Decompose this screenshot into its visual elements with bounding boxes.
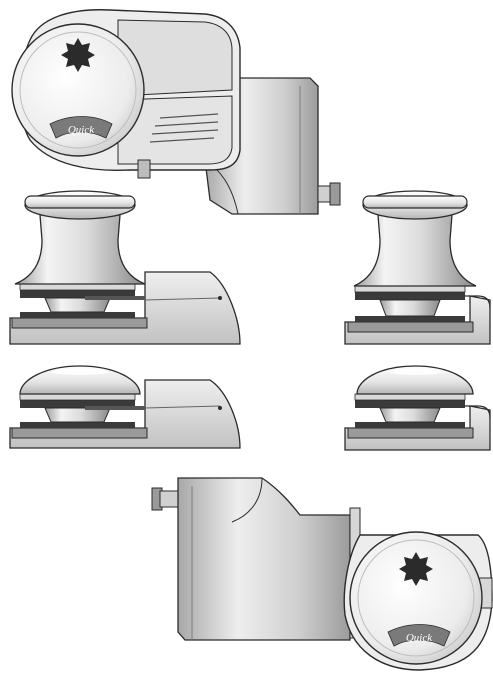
logo-text: Quick	[406, 632, 433, 644]
capstan-dome	[19, 365, 141, 395]
side-view-tall-compact	[344, 190, 491, 345]
top-view-horizontal-mirrored: Quick	[151, 477, 493, 671]
base-plate	[347, 427, 474, 439]
star-knob-icon	[399, 552, 433, 586]
star-knob-icon	[61, 38, 95, 72]
top-view-horizontal: Quick	[11, 9, 341, 215]
drum-face	[11, 23, 145, 157]
drum-face	[349, 531, 483, 665]
quick-logo-badge: Quick	[387, 624, 451, 647]
base-plate	[11, 317, 148, 329]
cable-gland	[317, 182, 341, 206]
vent-slots	[149, 113, 219, 143]
motor-housing	[177, 477, 351, 641]
logo-text: Quick	[68, 124, 95, 136]
capstan-drum	[353, 214, 477, 287]
capstan-drum	[14, 214, 146, 285]
base-plate	[347, 321, 474, 333]
base-plate	[11, 427, 148, 439]
quick-logo-badge: Quick	[49, 116, 113, 139]
side-view-tall-with-deck-base	[9, 190, 241, 345]
side-view-low-compact	[344, 365, 491, 451]
capstan-dome	[356, 365, 474, 395]
cable-gland	[151, 487, 179, 511]
side-view-low-with-deck-base	[9, 365, 241, 449]
